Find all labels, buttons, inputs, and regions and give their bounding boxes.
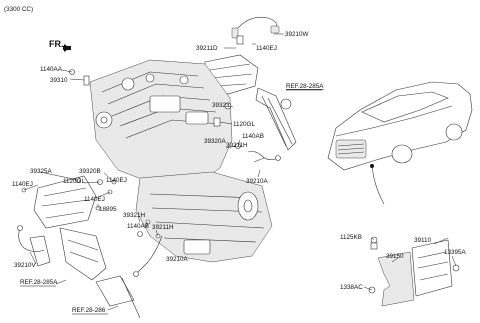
label-39320A: 39320A [204,138,227,145]
front-indicator-label: FR. [49,39,64,49]
label-39210W: 39210W [285,31,309,38]
ref-link-bottom[interactable]: REF.28-286 [72,307,106,314]
label-1120GL-left: 1120GL [63,178,85,185]
exhaust-pipe-lower [95,275,141,319]
label-39211H-low: 39211H [152,224,174,231]
ecu-module-icon [368,236,460,307]
ref-bottom-leader [107,305,119,311]
label-1140AA: 1140AA [40,66,63,73]
label-1140EJ-low: 1140EJ [84,196,105,203]
label-39150: 39150 [386,253,404,260]
ref-link-top[interactable]: REF.28-285A [286,83,324,90]
label-1125KB: 1125KB [340,234,362,241]
car-callout-line [371,165,385,205]
front-arrow-icon [63,44,71,52]
exhaust-manifold-left [29,175,107,281]
car-illustration-icon [327,81,473,171]
label-39320B: 39320B [79,168,101,175]
label-39210A-low: 39210A [166,256,189,263]
label-1140EJ-left: 1140EJ [12,181,33,188]
label-39310: 39310 [50,77,68,84]
label-39325A: 39325A [30,168,53,175]
engine-assembly-icon [89,59,233,187]
transmission-icon [135,171,273,263]
label-39321H: 39321H [123,212,146,219]
label-39210A-right: 39210A [246,178,269,185]
label-1140EJ-top: 1140EJ [256,45,277,52]
label-39211H-right: 39211H [226,142,248,149]
label-13395A: 13395A [444,249,467,256]
label-1120GL-right: 1120GL [233,121,255,128]
label-39323: 39323 [212,102,230,109]
label-39211D: 39211D [196,45,218,52]
label-39210V: 39210V [14,262,37,269]
label-18895: 18895 [99,206,117,213]
label-1140AB-right: 1140AB [242,133,264,140]
ref-link-left[interactable]: REF.28-285A [20,279,58,286]
label-39110: 39110 [414,237,432,244]
label-1140AB-low: 1140AB [127,223,149,230]
label-1338AC: 1338AC [340,284,363,291]
engine-note: (3300 CC) [4,6,33,13]
label-1140EJ-mid: 1140EJ [106,177,127,184]
leader-lines [23,33,457,291]
oxygen-sensor-icon [231,16,280,45]
ref-left-leader [55,279,67,285]
sensor-wires [17,151,281,277]
